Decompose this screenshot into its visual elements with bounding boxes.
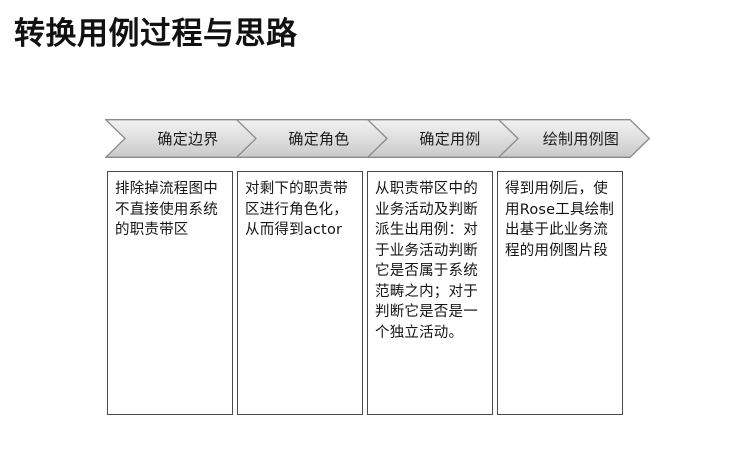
detail-box-step-1: 排除掉流程图中不直接使用系统的职责带区 (107, 171, 233, 415)
process-detail-row: 排除掉流程图中不直接使用系统的职责带区 对剩下的职责带区进行角色化，从而得到ac… (107, 171, 624, 416)
detail-box-step-2: 对剩下的职责带区进行角色化，从而得到actor (237, 171, 363, 415)
process-chevron-strip: 确定边界 确定角色 确定用例 绘制用例图 (105, 119, 650, 158)
chevron-step-3-label: 确定用例 (419, 130, 481, 148)
chevron-step-1-label: 确定边界 (157, 130, 219, 148)
detail-box-step-3: 从职责带区中的业务活动及判断派生出用例：对于业务活动判断它是否属于系统范畴之内；… (367, 171, 493, 415)
detail-box-step-4: 得到用例后，使用Rose工具绘制出基于此业务流程的用例图片段 (497, 171, 623, 415)
chevron-step-2-label: 确定角色 (288, 130, 350, 148)
page-title: 转换用例过程与思路 (14, 16, 298, 52)
chevron-step-4-label: 绘制用例图 (542, 130, 620, 148)
